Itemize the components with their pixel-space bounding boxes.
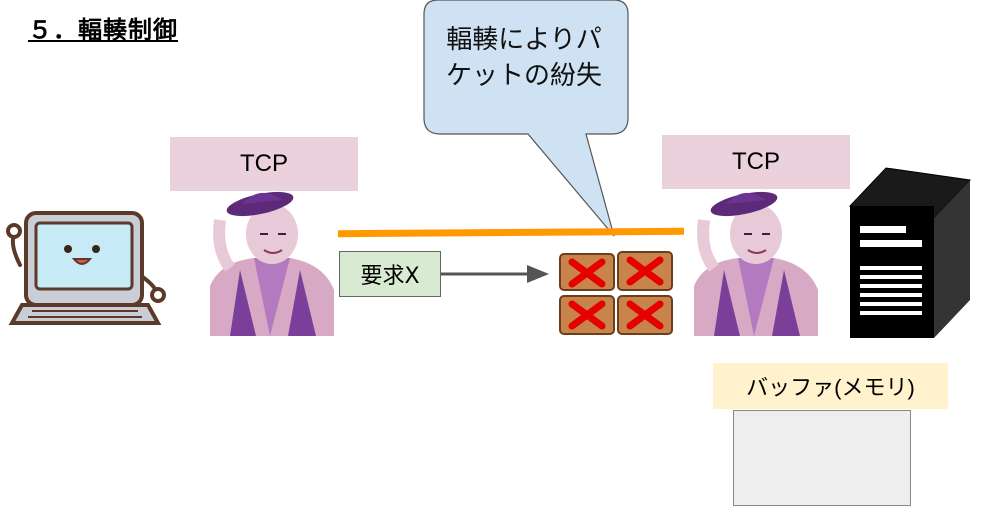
- packet-boxes-icon: [559, 251, 673, 335]
- speech-bubble: [423, 0, 629, 237]
- person-illustration-right: [694, 191, 818, 336]
- page-title: ５．輻輳制御: [28, 16, 178, 44]
- buffer-memory-box: [733, 410, 911, 506]
- request-label: 要求X: [339, 251, 441, 297]
- buffer-label: バッファ(メモリ): [713, 363, 948, 409]
- computer-icon: [6, 211, 166, 325]
- bubble-line-1: 輻輳によりパ: [446, 25, 602, 55]
- person-illustration-left: [210, 191, 334, 336]
- arrow-icon: [441, 265, 549, 283]
- network-line: [337, 227, 685, 238]
- bubble-text: 輻輳によりパ ケットの紛失: [424, 22, 624, 94]
- tcp-label-right: TCP: [662, 135, 850, 189]
- bubble-line-2: ケットの紛失: [445, 61, 602, 91]
- server-icon: [848, 167, 972, 338]
- tcp-label-left: TCP: [170, 137, 358, 191]
